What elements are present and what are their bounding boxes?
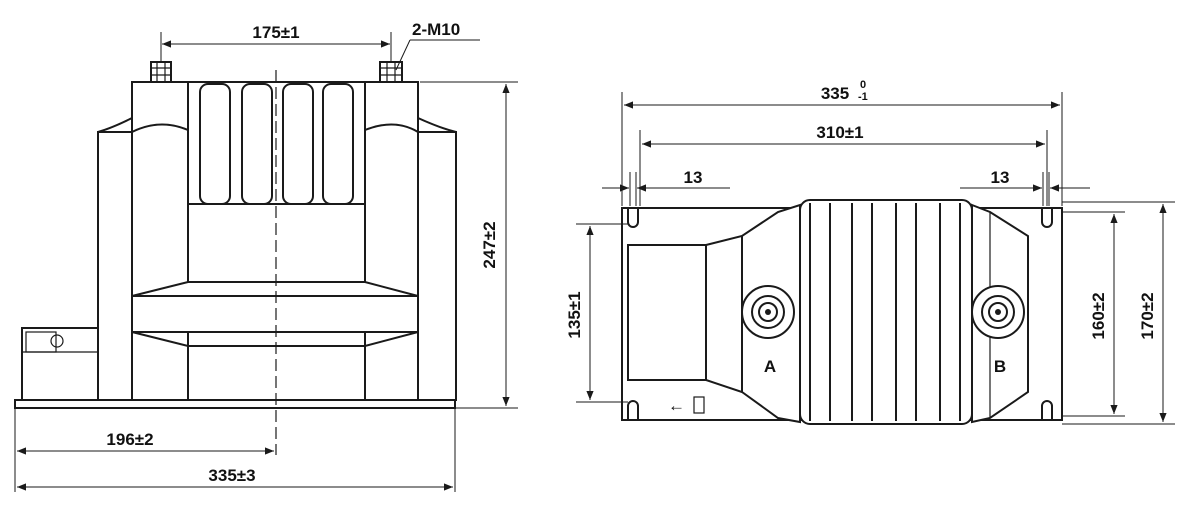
top-view: ← [565, 79, 1175, 425]
tol-lower: -1 [858, 91, 868, 103]
bracket-hole [50, 334, 64, 348]
transformer-body [131, 81, 419, 401]
dim-mount-spacing: 310±1 [816, 123, 863, 142]
terminal-bolt-left [150, 61, 172, 83]
terminal-a [741, 285, 795, 339]
dim-overall-width: 170±2 [1138, 292, 1157, 339]
dim-slot-right: 13 [991, 168, 1010, 187]
mounting-bracket [21, 327, 99, 401]
dim-mount-width: 135±1 [565, 291, 584, 338]
mount-slot [627, 400, 639, 420]
terminal-b-label: B [994, 357, 1006, 376]
top-ribs [809, 203, 961, 421]
dim-slot-left: 13 [684, 168, 703, 187]
base-plate [14, 399, 456, 409]
cooling-ribs [199, 83, 354, 205]
dim-overall-length: 335 [821, 84, 849, 103]
mount-slot [1041, 208, 1053, 228]
dim-bolt-thread: 2-M10 [412, 20, 460, 39]
terminal-a-label: A [764, 357, 776, 376]
tol-upper: 0 [860, 79, 866, 91]
top-body [799, 199, 973, 425]
dim-center-offset: 196±2 [106, 430, 153, 449]
dim-body-width: 160±2 [1089, 292, 1108, 339]
terminal-b [971, 285, 1025, 339]
terminal-bolt-right [379, 61, 403, 83]
mount-slot [1041, 400, 1053, 420]
front-view: 175±1 2-M10 247±2 196±2 335±3 [14, 20, 518, 492]
dim-base-length: 335±3 [208, 466, 255, 485]
arrow-symbol: ← [668, 396, 685, 415]
mount-slot [627, 208, 639, 228]
symbol-box [693, 396, 705, 414]
dim-bolt-spacing: 175±1 [252, 23, 299, 42]
dim-height: 247±2 [480, 221, 499, 268]
